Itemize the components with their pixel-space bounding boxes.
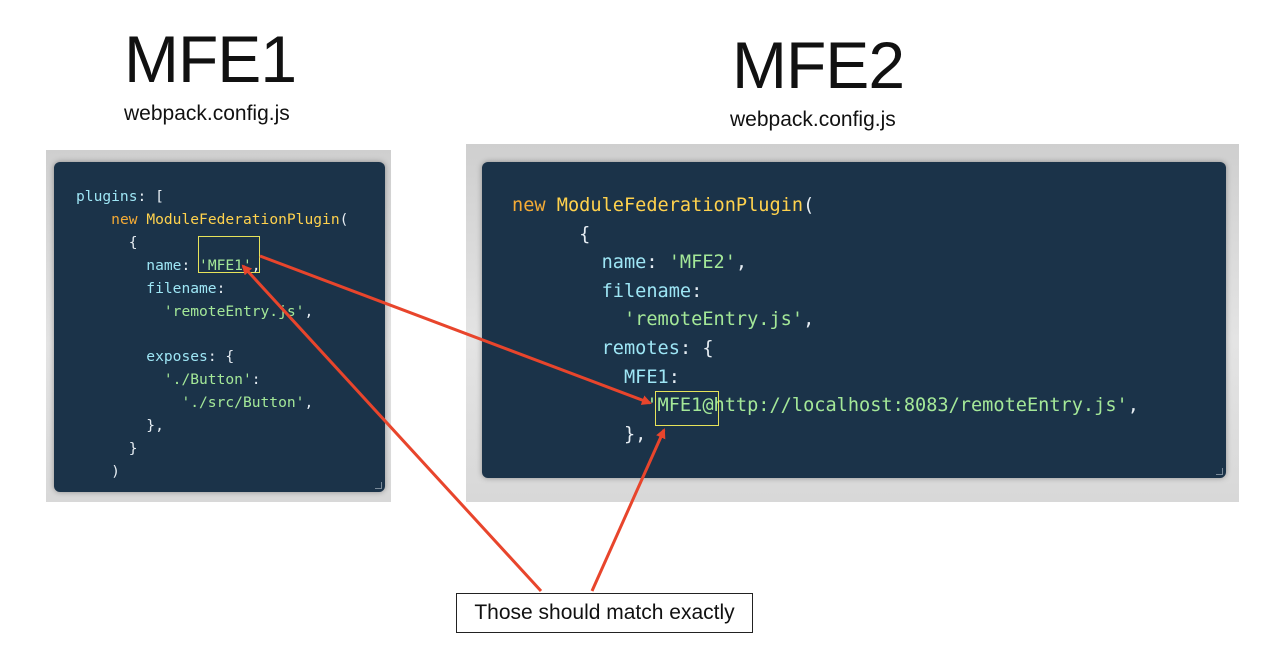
code-token: }, — [623, 423, 647, 445]
mfe2-remote-url-value: 'MFE1@http://localhost:8083/remoteEntry.… — [646, 395, 1128, 417]
code-token: ModuleFederationPlugin — [556, 195, 804, 216]
code-token: : — [216, 279, 226, 297]
code-token: } — [128, 439, 138, 457]
code-token: , — [304, 302, 314, 320]
arrow-mfe1-to-mfe2 — [259, 254, 652, 405]
arrow-callout-to-mfe1 — [241, 264, 543, 593]
code-token: filename — [601, 280, 692, 302]
code-token: MFE1 — [623, 366, 669, 388]
code-token: : { — [207, 348, 235, 366]
code-token: './src/Button' — [181, 394, 305, 412]
mfe2-title: MFE2 — [732, 28, 905, 102]
mfe2-subtitle: webpack.config.js — [730, 108, 896, 131]
code-token: : [ — [137, 188, 164, 205]
code-token: plugins — [76, 188, 138, 205]
code-token: 'remoteEntry.js' — [623, 309, 804, 331]
code-token: { — [579, 223, 591, 245]
code-token: './Button' — [163, 371, 252, 389]
code-token: : — [691, 280, 703, 302]
code-token: exposes — [146, 348, 208, 366]
mfe2-code-panel — [482, 162, 1226, 478]
code-token: name — [601, 252, 647, 274]
code-token: , — [735, 252, 748, 274]
code-token: remotes — [601, 337, 680, 359]
mfe1-code-panel — [54, 162, 385, 492]
code-token: { — [128, 233, 138, 251]
code-token: ( — [803, 195, 815, 216]
code-token: : — [668, 366, 680, 388]
mfe2-code-block: new ModuleFederationPlugin( { name: 'MFE… — [512, 192, 1139, 449]
code-token: , — [251, 256, 261, 274]
code-token: }, — [146, 417, 164, 435]
code-token: new — [512, 195, 546, 216]
code-token: : { — [679, 337, 714, 359]
mfe1-name-value: 'MFE1' — [199, 256, 252, 274]
code-token: 'remoteEntry.js' — [163, 302, 305, 320]
resize-handle-icon — [375, 482, 382, 489]
code-token: ) — [111, 462, 120, 480]
code-token: name — [146, 256, 182, 274]
code-token: , — [304, 394, 314, 412]
resize-handle-icon — [1216, 468, 1223, 475]
code-token: ( — [339, 210, 349, 228]
code-token: : — [646, 252, 669, 274]
code-token: new — [111, 210, 138, 228]
code-token: : — [181, 256, 200, 274]
mfe1-title: MFE1 — [124, 22, 297, 96]
mfe2-remote-name-highlight-box — [655, 391, 719, 426]
code-token: : — [251, 371, 261, 389]
code-token: filename — [146, 279, 217, 297]
code-token: , — [1127, 395, 1139, 417]
callout-text: Those should match exactly — [474, 601, 735, 624]
arrow-callout-to-mfe2 — [590, 428, 666, 592]
mfe1-code-block: plugins: [ new ModuleFederationPlugin( {… — [76, 186, 348, 484]
code-token: , — [803, 309, 815, 331]
mfe1-subtitle: webpack.config.js — [124, 102, 290, 125]
code-token: ModuleFederationPlugin — [146, 210, 340, 228]
code-token: 'MFE2' — [668, 252, 736, 274]
mfe1-name-highlight-box — [198, 236, 260, 273]
callout-box: Those should match exactly — [456, 593, 753, 633]
